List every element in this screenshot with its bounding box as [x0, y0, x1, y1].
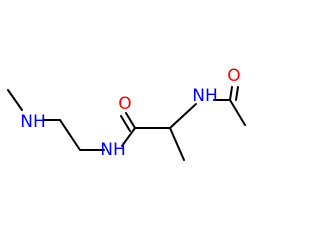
bond-acetyl-carbonyl-2: [235, 86, 239, 101]
bond-n-alpha: [169, 103, 197, 129]
atom-o-acetyl: O: [227, 66, 240, 86]
bond-acetyl-methyl: [229, 99, 246, 126]
bond-amide-carbonyl-1: [125, 112, 136, 129]
atom-n-amide: NH: [100, 140, 126, 160]
bond-amide-c-n: [121, 127, 136, 147]
atom-n-acetamido: NH: [192, 86, 218, 106]
bond-acetyl-carbonyl-1: [229, 86, 233, 101]
bonds: [7, 86, 246, 161]
bond-n-methyl: [7, 89, 23, 111]
atom-labels: O NH O NH NH: [20, 66, 240, 160]
molecule-structure: O NH O NH NH: [7, 66, 246, 161]
atom-o-amide: O: [118, 94, 131, 114]
bond-alpha-methyl: [169, 127, 185, 161]
bond-amide-carbonyl-2: [120, 115, 131, 132]
bond-ch2-ch2: [59, 119, 81, 151]
atom-n-methylamino: NH: [20, 112, 46, 132]
